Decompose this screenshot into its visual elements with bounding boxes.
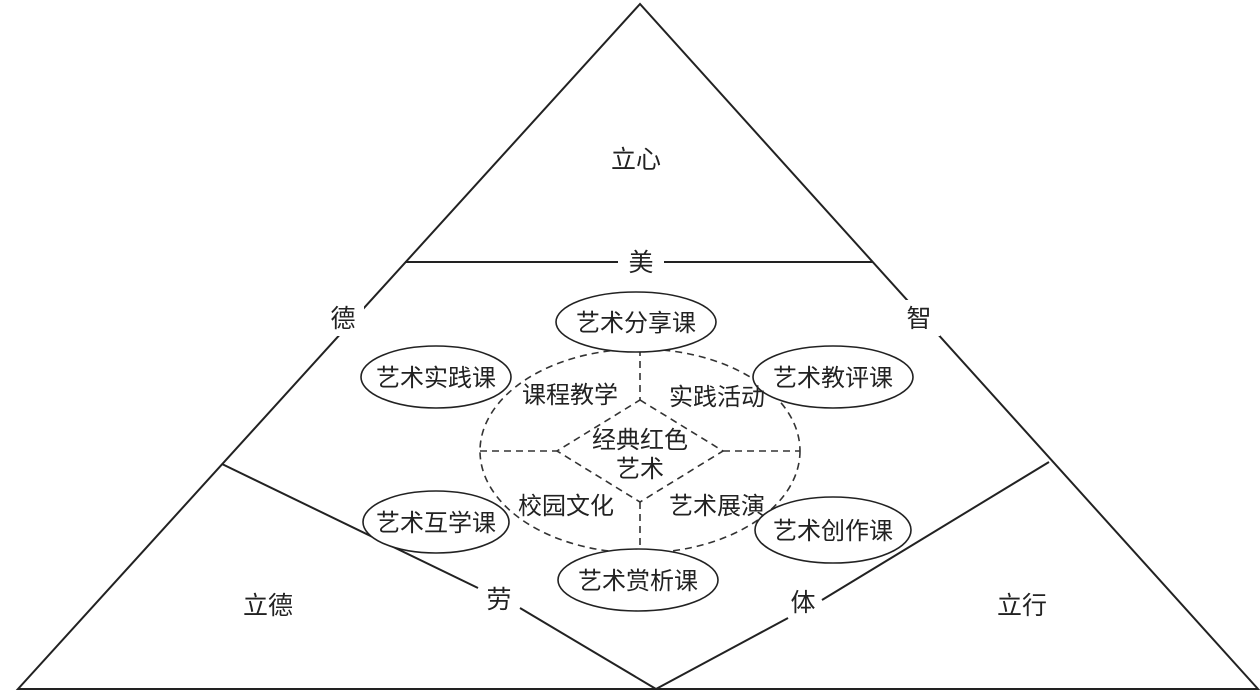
left-divider-lower — [519, 607, 657, 690]
oval-appreciate-course — [557, 548, 719, 612]
left-divider-upper — [221, 463, 479, 589]
outer-triangle — [15, 2, 1260, 690]
center-label-line2: 艺术 — [616, 455, 664, 483]
right-divider-upper — [821, 461, 1050, 601]
oval-practice-course — [360, 345, 512, 409]
oval-share-course — [555, 291, 717, 353]
course-evaluate-label: 艺术教评课 — [773, 364, 893, 392]
oval-mutual-course — [362, 490, 510, 554]
edge-label-de: 德 — [330, 304, 355, 333]
course-create-label: 艺术创作课 — [773, 517, 893, 545]
region-top-label: 立心 — [611, 145, 661, 174]
quadrant-top-right-label: 实践活动 — [669, 383, 765, 411]
course-mutual-label: 艺术互学课 — [376, 509, 496, 537]
quadrant-bottom-right-label: 艺术展演 — [669, 492, 765, 520]
course-practice-label: 艺术实践课 — [376, 364, 496, 392]
region-right-label: 立行 — [997, 591, 1047, 620]
center-label-line1: 经典红色 — [592, 426, 688, 454]
edge-label-lao: 劳 — [486, 585, 511, 614]
course-appreciate-label: 艺术赏析课 — [578, 567, 698, 595]
region-left-label: 立德 — [243, 591, 293, 620]
right-divider-lower — [655, 617, 789, 690]
oval-create-course — [754, 496, 912, 564]
quadrant-top-left-label: 课程教学 — [522, 381, 618, 409]
edge-label-ti: 体 — [790, 588, 815, 617]
edge-label-mei: 美 — [628, 248, 653, 277]
oval-evaluate-course — [752, 345, 914, 409]
course-share-label: 艺术分享课 — [576, 309, 696, 337]
quadrant-bottom-left-label: 校园文化 — [518, 492, 614, 520]
edge-label-zhi: 智 — [906, 304, 931, 333]
